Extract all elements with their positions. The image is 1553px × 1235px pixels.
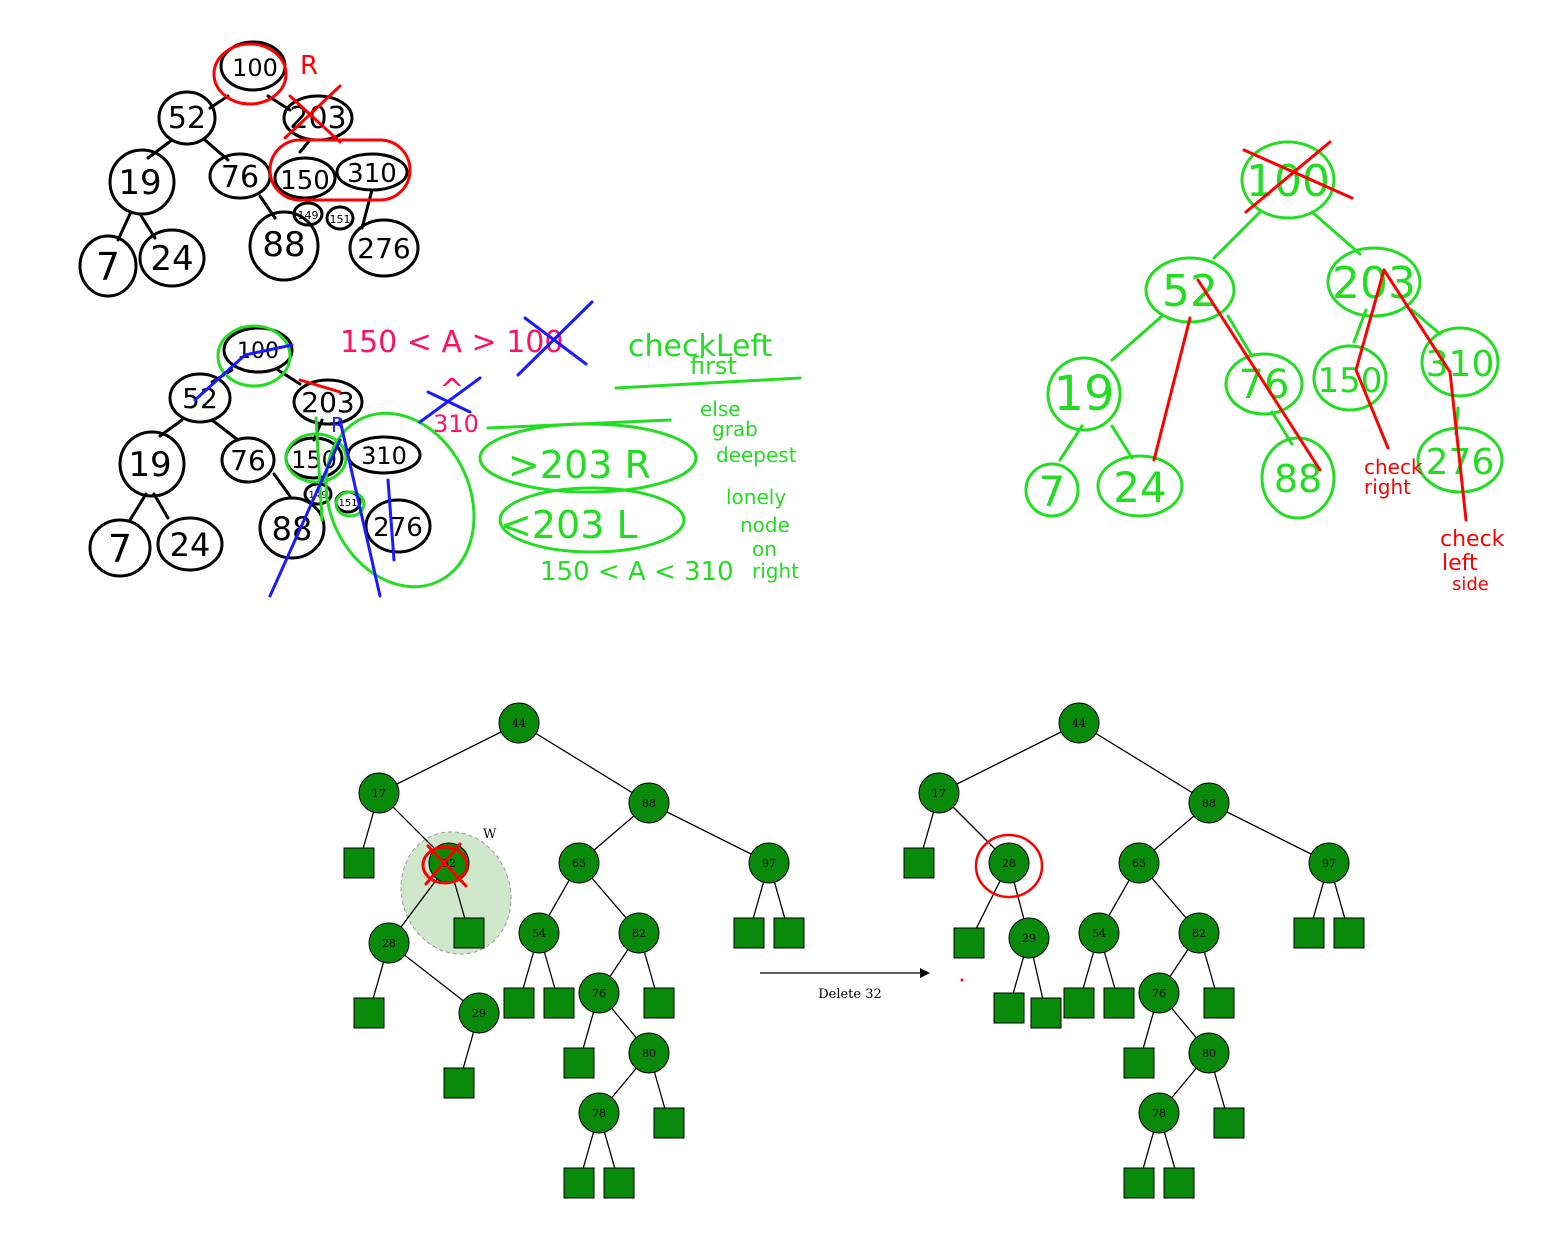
node-149: 149 (298, 209, 319, 222)
rb-node-80: 80 (1202, 1047, 1216, 1060)
node-24: 24 (150, 239, 193, 279)
note-else: else (700, 397, 741, 421)
node-76: 76 (221, 160, 259, 195)
note-check-left-1: check (1440, 527, 1505, 552)
rb-node-78: 78 (1152, 1107, 1166, 1120)
rb-node-78: 78 (592, 1107, 606, 1120)
node-19: 19 (128, 445, 171, 485)
note-check-left: checkLeft (628, 329, 773, 364)
rb-after-nodes (918, 702, 1350, 1134)
node-7: 7 (108, 527, 132, 571)
node-203: 203 (301, 386, 354, 419)
rb-node-54: 54 (1092, 927, 1106, 940)
arrow-label: Delete 32 (818, 987, 882, 1002)
note-check-first: first (690, 352, 737, 380)
rb-after-leaves (903, 847, 1365, 1199)
node-88: 88 (262, 225, 305, 265)
rb-node-17: 17 (932, 787, 946, 800)
note-on: on (752, 537, 777, 561)
node-100: 100 (232, 54, 278, 82)
blue-r-mark: R (331, 413, 345, 437)
red-dot (960, 978, 964, 982)
node-151: 151 (338, 498, 357, 509)
sketch-top-left (78, 40, 420, 298)
note-gt-rule: >203 R (508, 443, 651, 487)
rb-node-29: 29 (472, 1007, 486, 1020)
note-inequality: 150 < A > 100 (340, 325, 563, 360)
rb-node-97: 97 (762, 857, 776, 870)
note-check-right-1: check (1364, 455, 1423, 479)
replacement-circle (974, 833, 1044, 899)
rb-node-76: 76 (1152, 987, 1166, 1000)
node-310: 310 (347, 159, 397, 189)
note-check-right-2: right (1364, 475, 1411, 499)
node-88: 88 (1274, 457, 1322, 501)
rb-node-65: 65 (572, 857, 586, 870)
node-52: 52 (168, 101, 206, 136)
node-7: 7 (1039, 467, 1066, 516)
note-deepest: deepest (716, 443, 797, 467)
rb-before-nodes (358, 702, 790, 1134)
rb-node-88: 88 (642, 797, 656, 810)
rb-node-17: 17 (372, 787, 386, 800)
note-range: 150 < A < 310 (540, 557, 734, 587)
rb-node-80: 80 (642, 1047, 656, 1060)
rb-before-edges (358, 722, 790, 1184)
root-mark: R (300, 51, 318, 81)
node-150: 150 (1318, 361, 1383, 401)
note-310: 310 (433, 410, 479, 438)
node-52: 52 (1162, 266, 1218, 317)
sketch-right-red-marks (1152, 140, 1468, 522)
sketch-bottom-left (88, 326, 432, 578)
node-149: 149 (308, 490, 327, 501)
rb-node-76: 76 (592, 987, 606, 1000)
rb-node-28: 28 (382, 937, 396, 950)
note-check-left-3: side (1452, 574, 1489, 595)
node-19: 19 (118, 163, 161, 203)
rb-node-97: 97 (1322, 857, 1336, 870)
node-276: 276 (373, 513, 423, 543)
sketch-right (1024, 140, 1504, 520)
rb-node-44: 44 (512, 717, 526, 730)
w-label: W (483, 827, 497, 842)
node-151: 151 (330, 213, 351, 226)
node-150: 150 (280, 166, 330, 196)
note-node: node (740, 513, 790, 537)
note-right: right (752, 559, 799, 583)
node-24: 24 (1113, 463, 1166, 512)
note-grab: grab (712, 417, 758, 441)
rb-node-28: 28 (1002, 857, 1016, 870)
note-check-left-2: left (1442, 551, 1478, 576)
rb-node-82: 82 (632, 927, 646, 940)
sketch-top-left-red-marks (212, 42, 412, 202)
node-310: 310 (361, 442, 407, 470)
note-strokes (418, 300, 802, 554)
node-19: 19 (1053, 366, 1114, 422)
note-lonely: lonely (726, 485, 786, 509)
rb-node-82: 82 (1192, 927, 1206, 940)
node-7: 7 (96, 245, 120, 289)
delete-mark (421, 842, 469, 888)
rb-node-54: 54 (532, 927, 546, 940)
node-276: 276 (357, 232, 410, 265)
rb-node-29: 29 (1022, 932, 1036, 945)
rb-node-88: 88 (1202, 797, 1216, 810)
rb-before-leaves (343, 847, 805, 1199)
node-76: 76 (230, 444, 266, 477)
sketch-bottom-left-overlays (193, 324, 476, 598)
rb-node-44: 44 (1072, 717, 1086, 730)
delete-arrow (760, 968, 930, 978)
node-52: 52 (182, 382, 218, 415)
rb-node-65: 65 (1132, 857, 1146, 870)
node-24: 24 (170, 526, 211, 564)
